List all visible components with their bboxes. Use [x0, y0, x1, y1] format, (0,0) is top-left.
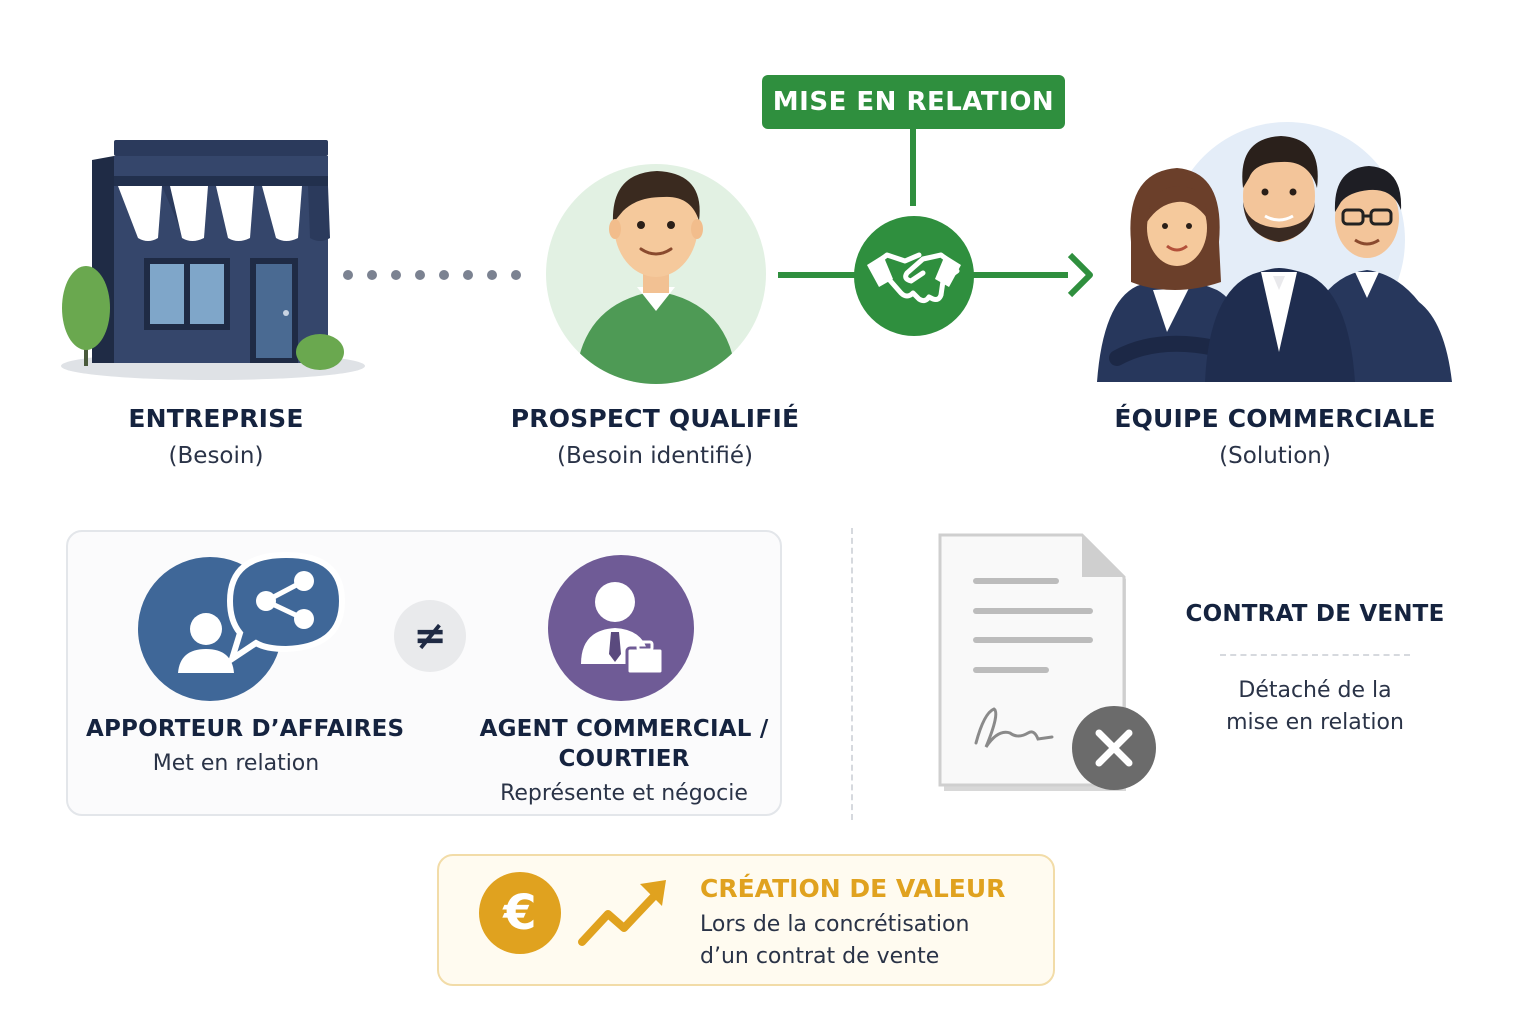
- contract-dashed-line: [1220, 654, 1410, 656]
- prospect-title: PROSPECT QUALIFIÉ: [510, 404, 800, 433]
- agent-title-line2: COURTIER: [558, 746, 690, 772]
- contract-title: CONTRAT DE VENTE: [1185, 601, 1445, 627]
- prospect-person-icon: [546, 164, 766, 384]
- agent-title-line1: AGENT COMMERCIAL /: [479, 716, 769, 742]
- entreprise-subtitle: (Besoin): [168, 443, 264, 469]
- agent-briefcase-icon: [548, 555, 694, 701]
- handshake-icon: [854, 216, 974, 336]
- equipe-subtitle: (Solution): [1219, 443, 1331, 469]
- entreprise-title: ENTREPRISE: [128, 404, 304, 433]
- apporteur-title: APPORTEUR D’AFFAIRES: [86, 716, 405, 742]
- equipe-title: ÉQUIPE COMMERCIALE: [1114, 404, 1436, 433]
- euro-coin-icon: €: [479, 872, 561, 954]
- contract-desc-line2: mise en relation: [1226, 710, 1404, 735]
- not-equal-symbol: ≠: [413, 613, 447, 659]
- dashed-divider: [851, 528, 853, 820]
- cancel-x-icon: [1072, 706, 1156, 790]
- value-desc-line1: Lors de la concrétisation: [700, 912, 970, 937]
- prospect-subtitle: (Besoin identifié): [557, 443, 753, 469]
- sales-team-icon: [1097, 122, 1452, 382]
- contract-desc-line1: Détaché de la: [1238, 678, 1392, 703]
- value-title: CRÉATION DE VALEUR: [700, 874, 1006, 903]
- agent-subtitle: Représente et négocie: [500, 781, 748, 806]
- apporteur-subtitle: Met en relation: [152, 751, 320, 776]
- mise-en-relation-banner: MISE EN RELATION: [762, 75, 1065, 129]
- referral-share-icon: [138, 551, 346, 701]
- dotted-connector: [343, 270, 521, 280]
- not-equal-badge: ≠: [394, 600, 466, 672]
- storefront-icon: [61, 140, 365, 380]
- value-desc-line2: d’un contrat de vente: [700, 944, 940, 969]
- euro-symbol: €: [503, 885, 537, 941]
- trend-up-arrow-icon: [578, 880, 666, 946]
